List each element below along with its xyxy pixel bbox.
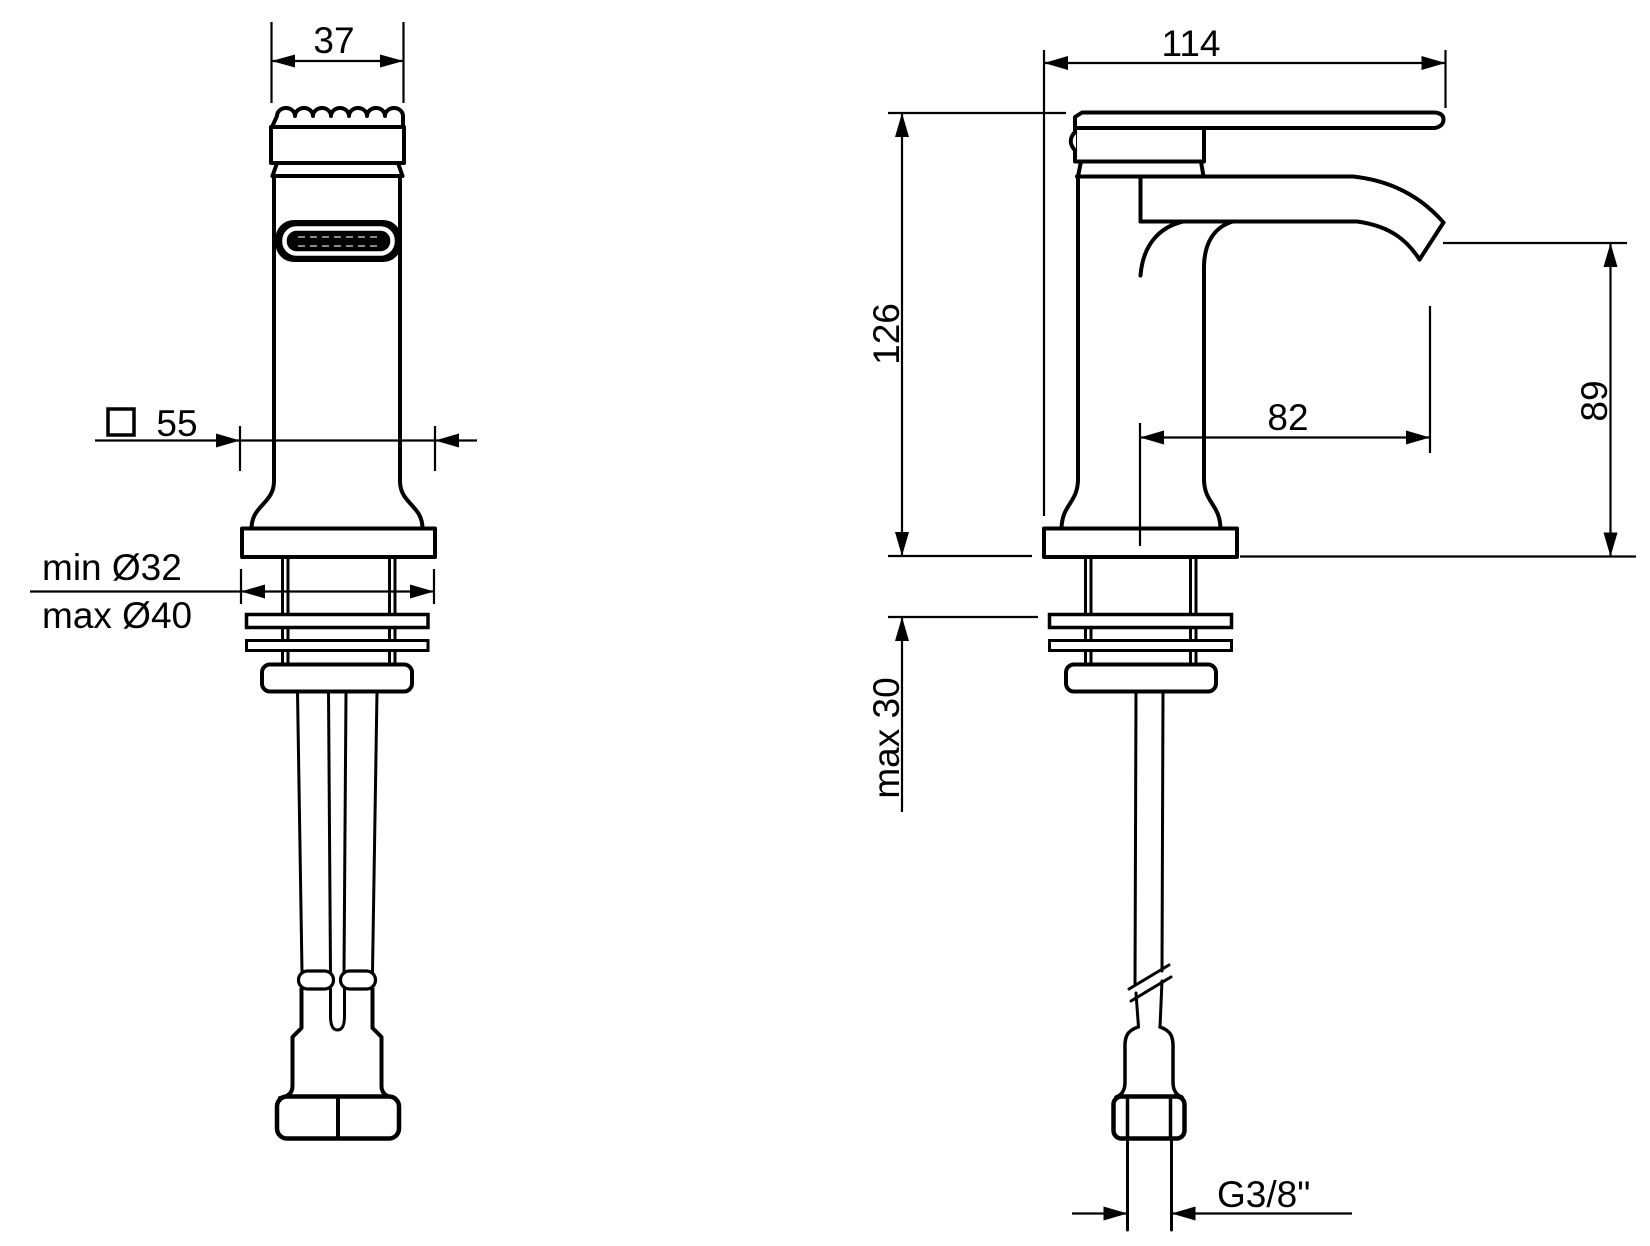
dim-thread: G3/8" <box>1072 1174 1352 1221</box>
spout-inner-fillet <box>1138 219 1185 278</box>
spout-top-edge <box>1075 174 1446 225</box>
spout-slot-inner <box>282 226 395 256</box>
dim-outlet-height: 89 <box>1443 241 1627 557</box>
dimensions: 37 55 min Ø32 max Ø40 114 <box>30 20 1627 1221</box>
arrow-up-icon <box>1603 243 1618 267</box>
spout-slot <box>275 220 402 262</box>
base-plate <box>240 526 437 559</box>
handle-base <box>1073 126 1206 164</box>
arrow-left-icon <box>241 584 265 599</box>
threaded-shank-side <box>1084 555 1198 666</box>
spout-bottom-edge <box>1138 219 1422 262</box>
neck-taper <box>1076 159 1206 179</box>
body-left-edge <box>249 174 276 531</box>
dim-label-thread: G3/8" <box>1217 1174 1310 1215</box>
hose-ferrule-left <box>296 969 336 991</box>
dim-label-overall-depth: 114 <box>1162 23 1221 64</box>
arrow-right-icon <box>410 584 434 599</box>
body-flare-right <box>1202 477 1223 531</box>
body-right-edge <box>398 174 425 531</box>
dim-hole-diameter: min Ø32 max Ø40 <box>30 547 436 636</box>
dim-label-spout-reach: 82 <box>1267 397 1308 438</box>
knob-body <box>269 125 406 165</box>
lever-handle <box>1073 110 1446 130</box>
arrow-left-icon <box>1044 56 1068 70</box>
dim-label-body-square: 55 <box>156 403 197 444</box>
arrow-down-icon <box>895 532 909 556</box>
dim-label-outlet-height: 89 <box>1574 380 1615 421</box>
dim-total-height: 126 <box>866 111 1066 558</box>
body-right-edge-side <box>1202 219 1235 483</box>
dim-overall-depth: 114 <box>1042 23 1447 516</box>
knob-step <box>270 161 405 178</box>
dim-body-square: 55 <box>95 403 477 471</box>
arrow-right-icon <box>1406 430 1430 445</box>
arrow-left-icon <box>435 433 459 448</box>
dim-handle-width: 37 <box>270 20 405 103</box>
knurled-knob-top <box>270 106 405 129</box>
washer-ring-2 <box>245 639 430 652</box>
connector-left-edge <box>278 987 304 1100</box>
arrow-right-icon <box>1421 56 1446 70</box>
connector-right-edge <box>370 987 396 1100</box>
washer-ring-2-side <box>1048 639 1233 652</box>
hose-inner-u <box>329 987 346 1032</box>
mounting-nut-side <box>1064 662 1218 694</box>
side-view <box>1042 110 1636 1232</box>
dim-label-hole-max: max Ø40 <box>42 595 192 636</box>
arrow-left-icon <box>271 54 295 68</box>
square-section-symbol-icon <box>106 407 136 437</box>
handle-base-notch <box>1068 129 1078 153</box>
arrow-right-icon <box>1103 1206 1128 1221</box>
arrow-up-icon <box>895 617 909 641</box>
arrow-up-icon <box>895 113 909 137</box>
washer-ring-1 <box>244 612 430 630</box>
threaded-shank <box>281 555 397 668</box>
arrow-right-icon <box>380 54 404 68</box>
thread-stub <box>1126 1137 1173 1232</box>
hex-nut-side-facets <box>1125 1096 1173 1139</box>
dim-label-handle-width: 37 <box>313 20 354 61</box>
hose-lines <box>296 690 379 974</box>
dim-label-hole-min: min Ø32 <box>42 547 182 588</box>
mounting-nut <box>260 662 414 694</box>
arrow-left-icon <box>1171 1206 1196 1221</box>
spout-tip-face <box>1417 220 1446 262</box>
arrow-down-icon <box>1603 532 1618 557</box>
hose-lower <box>1134 979 1164 1029</box>
hose-upper <box>1133 690 1165 986</box>
hose-ferrule-right <box>338 969 378 991</box>
washer-ring-1-side <box>1047 612 1234 630</box>
dim-spout-reach: 82 <box>1138 306 1432 546</box>
arrow-left-icon <box>1140 430 1164 445</box>
front-view <box>240 106 437 1141</box>
arrow-right-icon <box>216 433 240 448</box>
dim-label-total-height: 126 <box>866 303 907 365</box>
dim-label-deck-thickness: max 30 <box>866 677 907 798</box>
spout-slot-dashes <box>298 236 380 247</box>
body-flare-left <box>1059 477 1080 531</box>
hex-nut-side <box>1111 1094 1187 1141</box>
hose-end-collar <box>1114 1025 1184 1099</box>
dim-deck-thickness: max 30 <box>866 615 1038 812</box>
